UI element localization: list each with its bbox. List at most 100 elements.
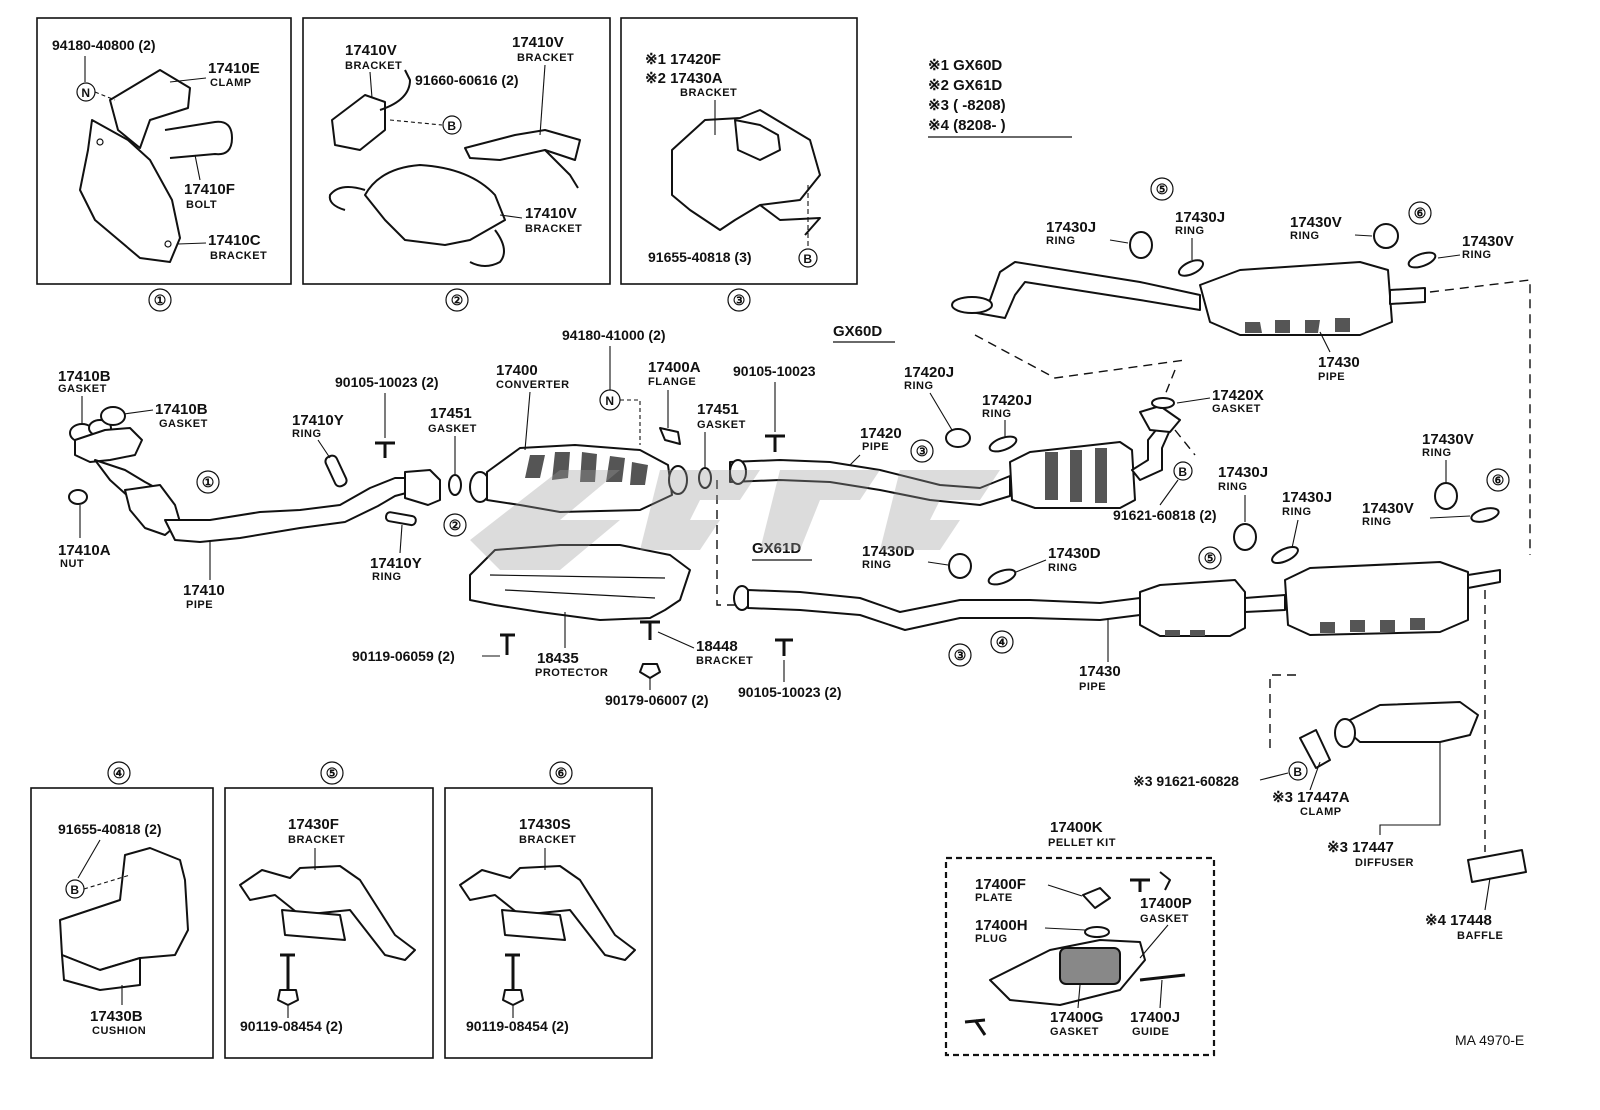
svg-text:※3 17447: ※3 17447 <box>1327 839 1394 856</box>
svg-text:⑤: ⑤ <box>1204 550 1217 566</box>
svg-text:17430F: 17430F <box>288 816 339 833</box>
nut-17410a <box>68 489 88 505</box>
svg-text:90179-06007 (2): 90179-06007 (2) <box>605 692 709 708</box>
svg-text:17410V: 17410V <box>512 34 564 51</box>
svg-text:BOLT: BOLT <box>186 199 217 211</box>
ring-17410y-b <box>384 511 417 527</box>
svg-text:RING: RING <box>1422 447 1452 459</box>
svg-text:②: ② <box>451 292 464 308</box>
gasket-17420x <box>1151 397 1175 409</box>
svg-text:B: B <box>70 883 79 897</box>
svg-text:91660-60616 (2): 91660-60616 (2) <box>415 72 519 88</box>
svg-text:RING: RING <box>1175 225 1205 237</box>
svg-text:GASKET: GASKET <box>697 419 746 431</box>
drawing-code: MA 4970-E <box>1455 1032 1524 1048</box>
ring-17420j-a <box>945 428 971 448</box>
svg-text:90105-10023 (2): 90105-10023 (2) <box>738 684 842 700</box>
svg-text:17410Y: 17410Y <box>370 555 422 572</box>
svg-text:94180-40800 (2): 94180-40800 (2) <box>52 37 156 53</box>
pellet-kit-parts: 17400K PELLET KIT 17400F PLATE 17400H PL… <box>964 819 1192 1038</box>
ring-17430v-a <box>1373 223 1399 249</box>
svg-text:17430S: 17430S <box>519 816 571 833</box>
svg-text:17410F: 17410F <box>184 181 235 198</box>
svg-text:※4 (8208- ): ※4 (8208- ) <box>928 117 1006 134</box>
svg-text:17400A: 17400A <box>648 359 701 376</box>
svg-text:17410A: 17410A <box>58 542 111 559</box>
svg-text:※3 17447A: ※3 17447A <box>1272 789 1350 806</box>
bracket-17430s <box>459 865 636 961</box>
gasket-17451-a <box>448 474 462 496</box>
svg-text:CLAMP: CLAMP <box>1300 806 1342 818</box>
svg-text:17410V: 17410V <box>525 205 577 222</box>
box3-parts: B ※1 17420F ※2 17430A BRACKET 91655-4081… <box>645 51 821 268</box>
svg-text:GASKET: GASKET <box>58 383 107 395</box>
svg-text:※1 17420F: ※1 17420F <box>645 51 721 68</box>
svg-text:17400: 17400 <box>496 362 538 379</box>
svg-text:PIPE: PIPE <box>1079 681 1106 693</box>
svg-text:RING: RING <box>1462 249 1492 261</box>
svg-text:91655-40818 (2): 91655-40818 (2) <box>58 821 162 837</box>
section-ref-1: ① <box>148 288 172 312</box>
svg-text:17430J: 17430J <box>1282 489 1332 506</box>
detail-box-4 <box>30 787 214 1059</box>
svg-text:CUSHION: CUSHION <box>92 1025 146 1037</box>
svg-text:GX60D: GX60D <box>833 323 882 340</box>
svg-text:90119-06059 (2): 90119-06059 (2) <box>352 648 455 664</box>
pellet-kit-box <box>944 856 1216 1057</box>
svg-text:※1 GX60D: ※1 GX60D <box>928 57 1002 74</box>
svg-text:FLANGE: FLANGE <box>648 376 696 388</box>
ring-17430v-c <box>1434 482 1458 510</box>
svg-text:③: ③ <box>733 292 746 308</box>
box1-parts: N 94180-40800 (2) 17410E CLAMP 17410F BO… <box>52 37 267 263</box>
svg-text:BRACKET: BRACKET <box>210 250 267 262</box>
variant-legend: ※1 GX60D ※2 GX61D ※3 ( -8208) ※4 (8208- … <box>928 57 1072 138</box>
detail-box-3 <box>620 17 858 285</box>
svg-text:④: ④ <box>113 765 126 781</box>
svg-text:RING: RING <box>1218 481 1248 493</box>
svg-text:RING: RING <box>982 408 1012 420</box>
ring-17430v-b <box>1407 251 1437 269</box>
svg-text:NUT: NUT <box>60 558 84 570</box>
svg-text:17430: 17430 <box>1318 354 1360 371</box>
svg-text:※3 ( -8208): ※3 ( -8208) <box>928 97 1006 114</box>
svg-text:B: B <box>1178 465 1187 479</box>
svg-text:17451: 17451 <box>430 405 472 422</box>
svg-text:17410Y: 17410Y <box>292 412 344 429</box>
svg-text:DIFFUSER: DIFFUSER <box>1355 857 1414 869</box>
detail-box-6 <box>444 787 653 1059</box>
svg-text:PIPE: PIPE <box>186 599 213 611</box>
svg-text:②: ② <box>449 517 462 533</box>
svg-text:17410: 17410 <box>183 582 225 599</box>
svg-text:17400P: 17400P <box>1140 895 1192 912</box>
svg-text:※2 GX61D: ※2 GX61D <box>928 77 1002 94</box>
svg-text:B: B <box>803 252 812 266</box>
svg-text:BRACKET: BRACKET <box>517 52 574 64</box>
svg-text:17420: 17420 <box>860 425 902 442</box>
svg-text:N: N <box>605 394 614 408</box>
section-ref-2: ② <box>445 288 469 312</box>
svg-text:GX61D: GX61D <box>752 540 801 557</box>
svg-text:⑥: ⑥ <box>1414 205 1427 221</box>
gx60d-tailpipe-17430: ⑤ ⑥ 17430J RING 17430J RING 17430V RING … <box>951 177 1531 555</box>
box6-parts: 17430S BRACKET 90119-08454 (2) <box>459 816 636 1034</box>
ring-17430j-c <box>1233 523 1257 551</box>
svg-text:※2 17430A: ※2 17430A <box>645 70 723 87</box>
svg-text:17420J: 17420J <box>982 392 1032 409</box>
svg-text:17430J: 17430J <box>1046 219 1096 236</box>
svg-text:94180-41000 (2): 94180-41000 (2) <box>562 327 666 343</box>
svg-text:17430V: 17430V <box>1422 431 1474 448</box>
svg-text:17410V: 17410V <box>345 42 397 59</box>
section-ref-3: ③ <box>727 288 751 312</box>
svg-text:RING: RING <box>904 380 934 392</box>
box2-parts: B 17410V BRACKET 17410V BRACKET 91660-60… <box>328 34 582 267</box>
svg-text:BRACKET: BRACKET <box>525 223 582 235</box>
svg-text:PROTECTOR: PROTECTOR <box>535 667 608 679</box>
svg-text:RING: RING <box>292 428 322 440</box>
svg-text:90105-10023 (2): 90105-10023 (2) <box>335 374 439 390</box>
detail-box-5 <box>224 787 434 1059</box>
svg-text:RING: RING <box>1048 562 1078 574</box>
ring-17430d-a <box>948 553 972 579</box>
svg-text:90119-08454 (2): 90119-08454 (2) <box>466 1018 569 1034</box>
svg-text:17430D: 17430D <box>1048 545 1101 562</box>
svg-text:①: ① <box>154 292 167 308</box>
